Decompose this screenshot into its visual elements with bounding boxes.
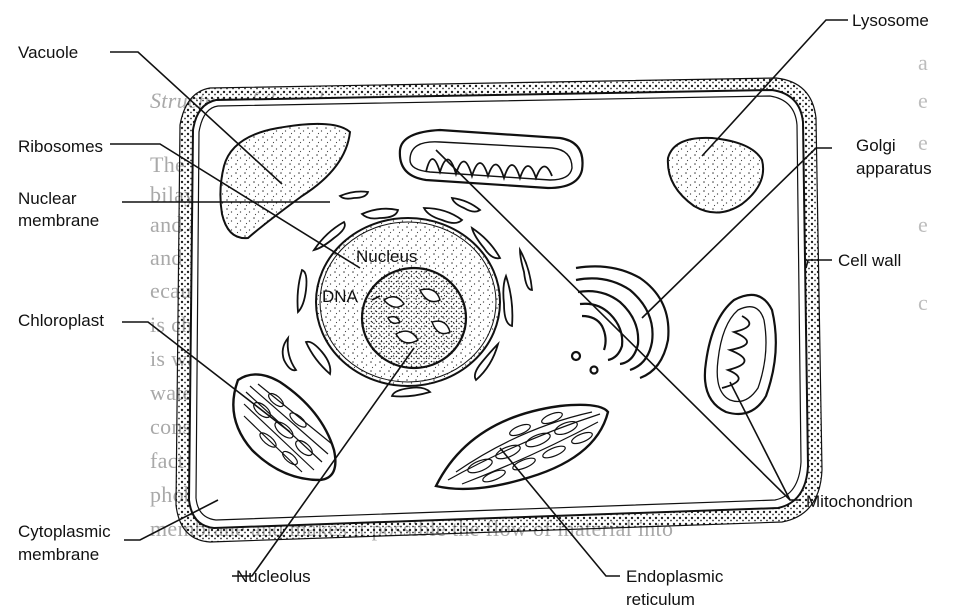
label-endoplasmic-line1: Endoplasmic — [626, 567, 724, 586]
label-chloroplast: Chloroplast — [18, 311, 104, 330]
label-cell-wall: Cell wall — [838, 251, 901, 270]
label-vacuole: Vacuole — [18, 43, 78, 62]
label-nuclear-line2: membrane — [18, 211, 99, 230]
mitochondrion-top — [400, 130, 583, 188]
label-golgi-line2: apparatus — [856, 159, 932, 178]
label-nucleus: Nucleus — [356, 247, 417, 266]
label-lysosome: Lysosome — [852, 11, 929, 30]
label-golgi-line1: Golgi — [856, 136, 896, 155]
nucleolus — [362, 268, 466, 368]
label-nuclear-line1: Nuclear — [18, 189, 77, 208]
label-dna: DNA — [322, 287, 359, 306]
label-mitochondrion: Mitochondrion — [806, 492, 913, 511]
label-nucleolus: Nucleolus — [236, 567, 311, 586]
label-endoplasmic-line2: reticulum — [626, 590, 695, 609]
label-cytoplasmic-line2: membrane — [18, 545, 99, 564]
label-cytoplasmic-line1: Cytoplasmic — [18, 522, 111, 541]
label-ribosomes: Ribosomes — [18, 137, 103, 156]
